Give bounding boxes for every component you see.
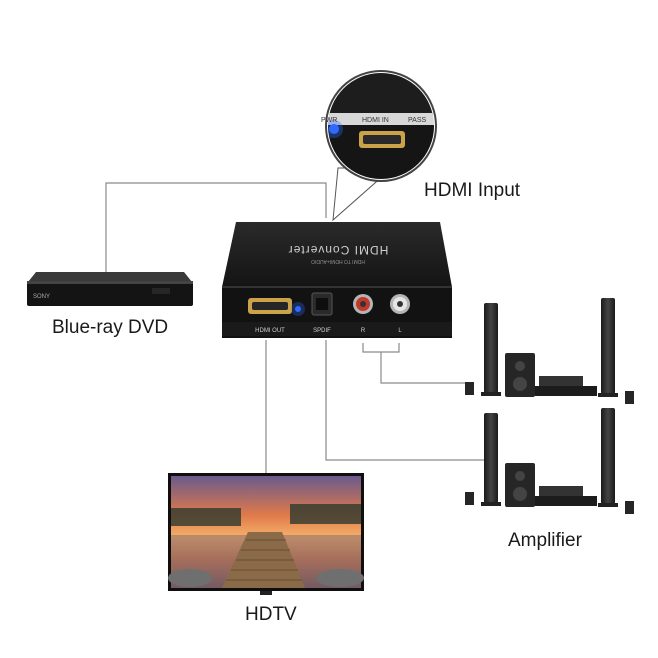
label-hdmi-input: HDMI Input [424,180,521,201]
port-label-l: L [398,328,402,334]
bluray-player: SONY [27,272,193,306]
cables [105,182,492,475]
rca-left-jack [390,294,410,314]
speaker-system-upper [465,298,634,404]
port-label-spdif: SPDIF [313,328,331,334]
label-amplifier: Amplifier [508,530,582,551]
cable-rca-to-amplifier-upper [380,352,470,384]
label-bluray-dvd: Blue-ray DVD [52,317,169,338]
zoom-pwr-label: PWR [321,117,337,124]
hdtv [168,473,364,595]
port-label-r: R [361,328,366,334]
label-hdtv: HDTV [245,604,297,625]
speaker-system-lower [465,408,634,514]
zoom-hdmi-in-label: HDMI IN [362,117,389,124]
cable-rca-bracket [362,343,400,353]
cable-spdif-to-amplifier-lower [325,340,492,461]
rca-right-jack [353,294,373,314]
port-label-hdmi-out: HDMI OUT [255,328,285,334]
converter-top-title: HDMI Converter [288,243,389,257]
power-led [295,306,301,312]
bluray-brand-logo: SONY [33,294,50,300]
cable-bluray-to-converter [105,182,327,278]
converter-top-subtitle: HDMI TO HDMI+AUDIO [311,258,365,264]
hdmi-converter: HDMI Converter HDMI TO HDMI+AUDIO HDMI O… [222,222,452,338]
zoom-pass-label: PASS [408,117,426,124]
